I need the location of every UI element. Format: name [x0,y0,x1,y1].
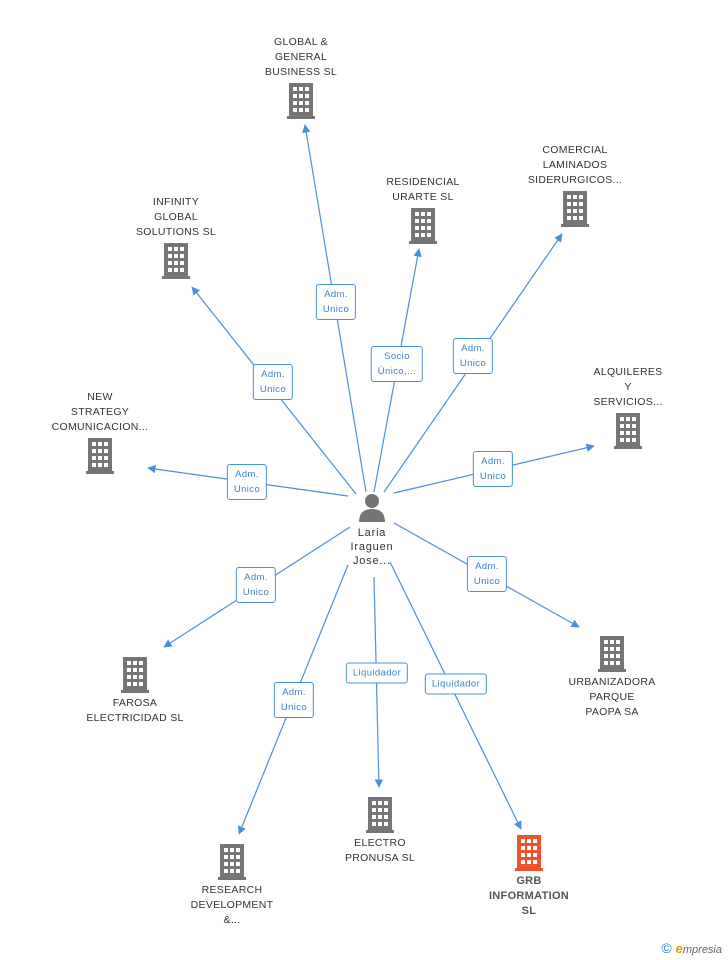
relation-badge-urbanizadora[interactable]: Adm. Unico [466,556,508,592]
company-label: FAROSA ELECTRICIDAD SL [86,697,184,724]
company-label: URBANIZADORA PARQUE PAOPA SA [568,676,656,718]
copyright-icon: © [661,940,672,956]
relation-badge-electro[interactable]: Liquidador [345,662,409,684]
person-node[interactable]: Laria Iraguen Jose... [312,492,432,568]
building-icon [218,844,246,880]
relation-badge-comercial[interactable]: Adm. Unico [452,338,494,374]
edge-grb [389,561,522,830]
company-label: NEW STRATEGY COMUNICACION... [51,391,149,433]
building-icon [561,191,589,227]
relation-badge-grb[interactable]: Liquidador [424,673,488,695]
company-global[interactable]: GLOBAL & GENERAL BUSINESS SL [236,35,366,122]
company-label: RESEARCH DEVELOPMENT &... [190,884,274,926]
brand-logo: empresia [675,940,722,956]
relation-badge-farosa[interactable]: Adm. Unico [235,567,277,603]
company-urbanizadora[interactable]: URBANIZADORA PARQUE PAOPA SA [547,633,677,720]
relation-badge-global[interactable]: Adm. Unico [315,284,357,320]
company-label: GRB INFORMATION SL [488,875,570,917]
relation-badge-alquileres[interactable]: Adm. Unico [472,451,514,487]
building-icon [409,208,437,244]
company-grb[interactable]: GRB INFORMATION SL [464,832,594,919]
building-icon [515,835,543,871]
company-comercial[interactable]: COMERCIAL LAMINADOS SIDERURGICOS... [510,143,640,230]
person-icon [359,494,385,522]
company-label: INFINITY GLOBAL SOLUTIONS SL [135,196,217,238]
building-icon [366,797,394,833]
company-alquileres[interactable]: ALQUILERES Y SERVICIOS... [563,365,693,452]
building-icon [162,243,190,279]
relation-badge-newstrategy[interactable]: Adm. Unico [226,464,268,500]
building-icon [121,657,149,693]
person-name: Laria Iraguen Jose... [350,527,394,567]
company-infinity[interactable]: INFINITY GLOBAL SOLUTIONS SL [111,195,241,282]
company-label: GLOBAL & GENERAL BUSINESS SL [264,36,338,78]
company-research[interactable]: RESEARCH DEVELOPMENT &... [167,841,297,928]
relation-badge-infinity[interactable]: Adm. Unico [252,364,294,400]
company-label: ELECTRO PRONUSA SL [344,837,416,864]
building-icon [598,636,626,672]
building-icon [287,83,315,119]
footer-brand: © empresia [661,940,722,956]
company-label: ALQUILERES Y SERVICIOS... [593,366,663,408]
company-label: COMERCIAL LAMINADOS SIDERURGICOS... [527,144,623,186]
company-residencial[interactable]: RESIDENCIAL URARTE SL [358,175,488,247]
company-newstrategy[interactable]: NEW STRATEGY COMUNICACION... [35,390,165,477]
company-electro[interactable]: ELECTRO PRONUSA SL [315,794,445,866]
company-label: RESIDENCIAL URARTE SL [386,176,460,203]
building-icon [614,413,642,449]
relation-badge-residencial[interactable]: Socio Único,... [370,346,424,382]
company-farosa[interactable]: FAROSA ELECTRICIDAD SL [70,654,200,726]
relation-badge-research[interactable]: Adm. Unico [273,682,315,718]
building-icon [86,438,114,474]
